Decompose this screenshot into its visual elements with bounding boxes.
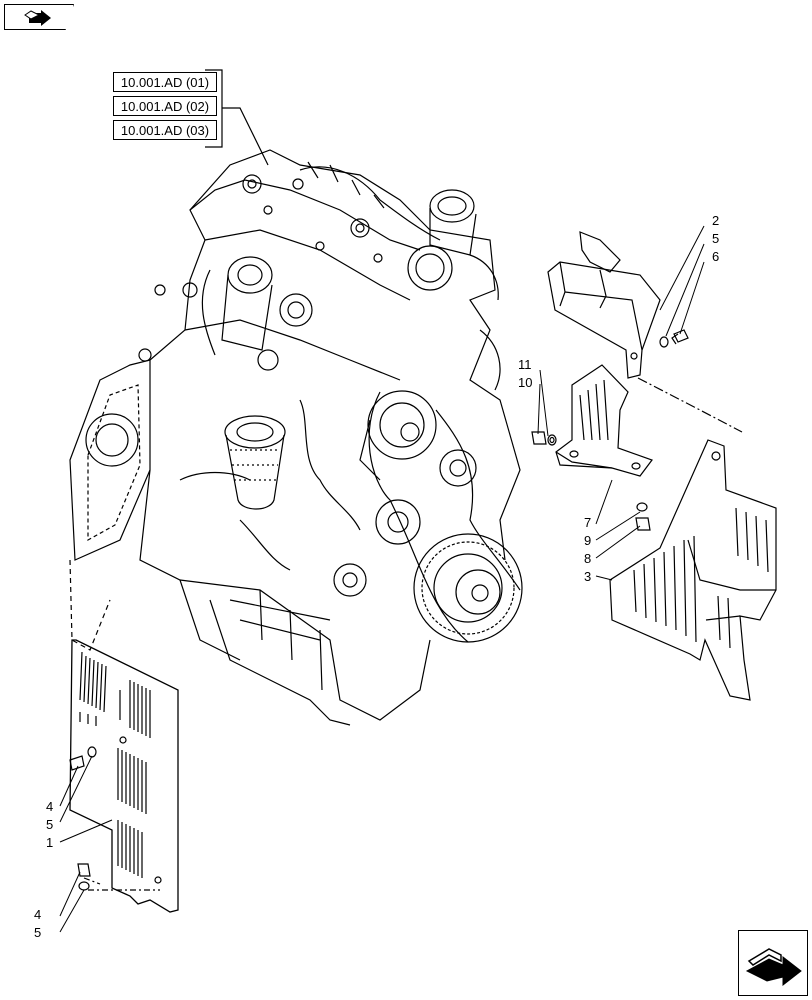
callout-6: 6 bbox=[712, 249, 720, 264]
part-1-slotted-panel bbox=[69, 639, 179, 913]
reference-box-01[interactable]: 10.001.AD (01) bbox=[113, 72, 217, 92]
reference-box-02[interactable]: 10.001.AD (02) bbox=[113, 96, 217, 116]
callout-11: 11 bbox=[518, 357, 532, 372]
callout-1: 1 bbox=[46, 835, 54, 850]
callout-9: 9 bbox=[584, 533, 592, 548]
callout-5-lower: 5 bbox=[34, 925, 42, 940]
reference-bracket bbox=[205, 69, 269, 166]
book-arrow-icon[interactable] bbox=[4, 4, 74, 30]
part-5-6-upper-fasteners bbox=[659, 329, 689, 348]
part-4-5-panel-fasteners-lower bbox=[77, 863, 91, 891]
part-10-11-fasteners bbox=[531, 431, 557, 446]
callout-8: 8 bbox=[584, 551, 592, 566]
callout-7: 7 bbox=[584, 515, 592, 530]
callout-3: 3 bbox=[584, 569, 592, 584]
callout-5: 5 bbox=[712, 231, 720, 246]
assembly-line-lower bbox=[83, 877, 160, 891]
callout-leaders bbox=[59, 225, 705, 933]
reference-box-03[interactable]: 10.001.AD (03) bbox=[113, 120, 217, 140]
callout-2: 2 bbox=[712, 213, 720, 228]
part-8-9-fasteners bbox=[635, 502, 651, 531]
callout-5-upper: 5 bbox=[46, 817, 54, 832]
next-page-arrow-icon[interactable] bbox=[738, 930, 808, 996]
callout-4-upper: 4 bbox=[46, 799, 54, 814]
callout-4-lower: 4 bbox=[34, 907, 42, 922]
callout-10: 10 bbox=[518, 375, 533, 390]
part-2-heat-shield bbox=[547, 231, 661, 379]
part-3-heat-shield bbox=[609, 439, 777, 701]
part-4-5-panel-fasteners-upper bbox=[69, 746, 97, 771]
assembly-line-upper bbox=[637, 377, 743, 433]
engine-assembly bbox=[69, 149, 523, 726]
part-7-slotted-bracket bbox=[555, 364, 653, 477]
